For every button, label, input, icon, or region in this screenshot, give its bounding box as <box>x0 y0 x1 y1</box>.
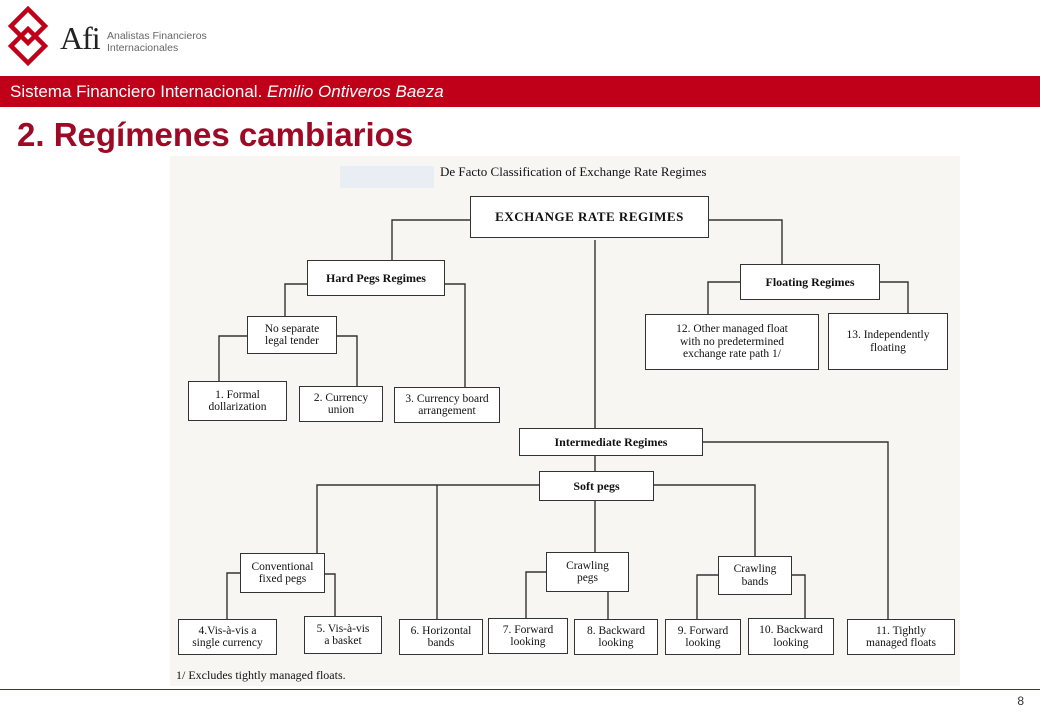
diagram-title: De Facto Classification of Exchange Rate… <box>440 164 707 179</box>
node-tightly-managed-floats: 11. Tightly managed floats <box>847 619 955 655</box>
node-crawling-pegs-backward: 8. Backward looking <box>574 619 658 655</box>
banner-course: Sistema Financiero Internacional. <box>10 82 268 101</box>
afi-logo-icon <box>7 6 49 67</box>
scan-artifact <box>340 166 434 188</box>
node-crawling-bands-forward: 9. Forward looking <box>665 619 741 655</box>
node-exchange-rate-regimes: EXCHANGE RATE REGIMES <box>470 196 709 238</box>
node-other-managed-float: 12. Other managed float with no predeter… <box>645 314 819 370</box>
node-formal-dollarization: 1. Formal dollarization <box>188 381 287 421</box>
brand-subtitle-line2: Internacionales <box>107 42 179 54</box>
node-soft-pegs: Soft pegs <box>539 471 654 501</box>
slide-title: 2. Regímenes cambiarios <box>17 116 414 153</box>
node-basket: 5. Vis-à-vis a basket <box>304 616 382 654</box>
classification-diagram: De Facto Classification of Exchange Rate… <box>170 156 960 686</box>
brand-name: Afi <box>60 20 101 56</box>
node-no-separate-legal-tender: No separate legal tender <box>247 316 337 354</box>
brand-subtitle: Analistas Financieros Internacionales <box>107 30 207 54</box>
footer-divider <box>0 689 1040 690</box>
node-independently-floating: 13. Independently floating <box>828 313 948 370</box>
brand-subtitle-line1: Analistas Financieros <box>107 30 207 42</box>
node-currency-union: 2. Currency union <box>299 386 383 422</box>
node-horizontal-bands: 6. Horizontal bands <box>399 619 483 655</box>
node-crawling-bands: Crawling bands <box>718 556 792 595</box>
node-intermediate-regimes: Intermediate Regimes <box>519 428 703 456</box>
node-conventional-fixed-pegs: Conventional fixed pegs <box>240 553 325 593</box>
node-currency-board: 3. Currency board arrangement <box>394 387 500 423</box>
node-hard-pegs: Hard Pegs Regimes <box>307 260 445 296</box>
banner-author: Emilio Ontiveros Baeza <box>267 82 444 101</box>
node-crawling-pegs-forward: 7. Forward looking <box>488 618 568 654</box>
node-crawling-bands-backward: 10. Backward looking <box>748 618 834 655</box>
node-floating-regimes: Floating Regimes <box>740 264 880 300</box>
page-number: 8 <box>1017 694 1024 708</box>
node-single-currency: 4.Vis-à-vis a single currency <box>178 619 277 655</box>
diagram-footnote: 1/ Excludes tightly managed floats. <box>176 668 346 682</box>
course-banner: Sistema Financiero Internacional. Emilio… <box>0 76 1040 107</box>
node-crawling-pegs: Crawling pegs <box>546 552 629 592</box>
